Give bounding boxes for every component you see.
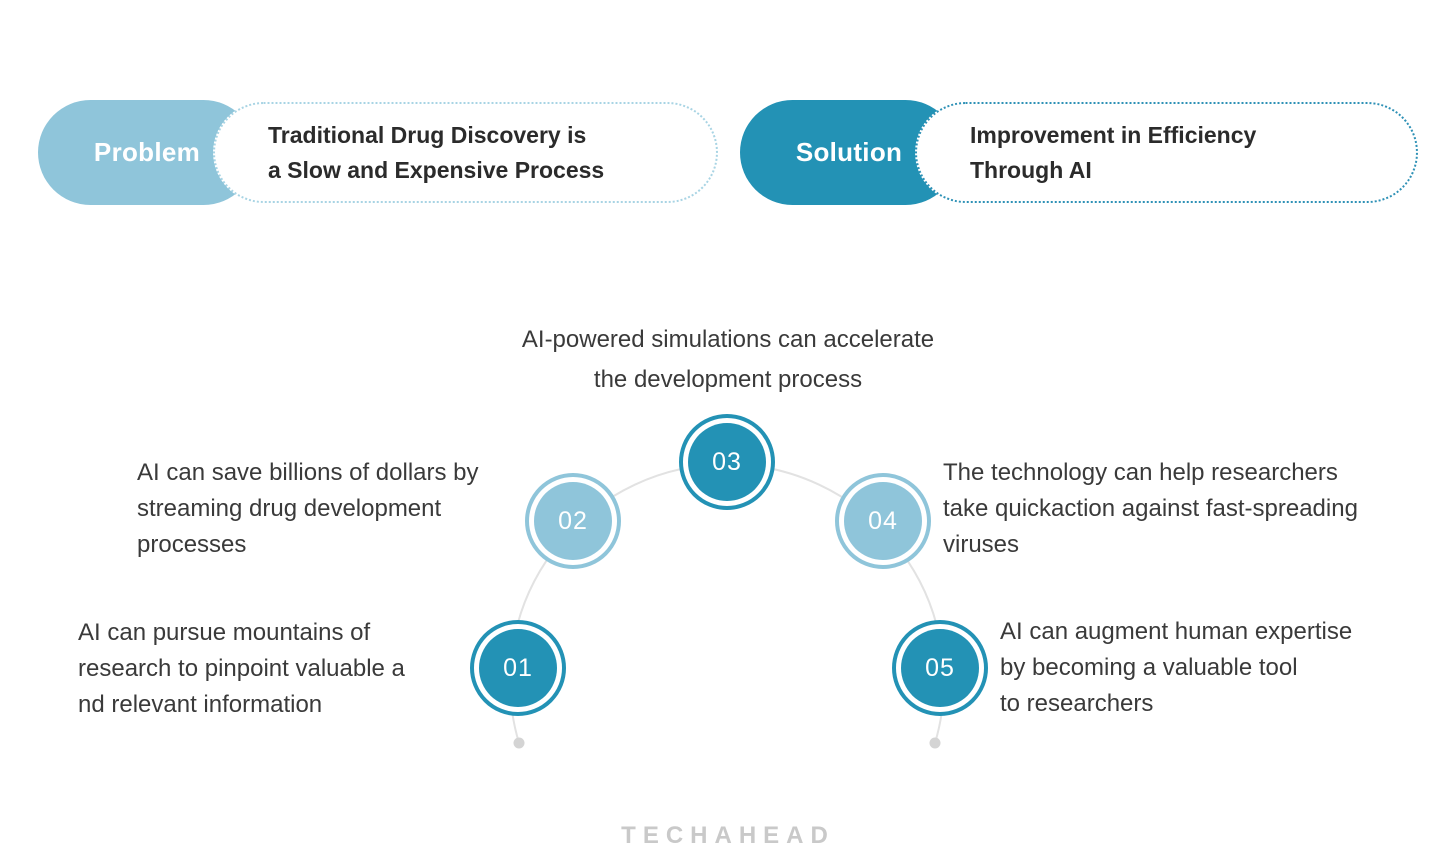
- step-node-02: 02: [525, 473, 621, 569]
- step-node-05: 05: [892, 620, 988, 716]
- solution-label-text: Solution: [795, 137, 903, 167]
- step-01-line-3: nd relevant information: [78, 691, 323, 718]
- step-node-03: 03: [679, 414, 775, 510]
- arc-end-dot-right: [929, 737, 941, 749]
- step-text-05: AI can augment human expertise by becomi…: [1000, 614, 1352, 722]
- step-text-01: AI can pursue mountains of research to p…: [78, 615, 405, 723]
- step-number-05: 05: [901, 629, 979, 707]
- step-04-line-3: viruses: [943, 531, 1020, 558]
- step-02-line-1: AI can save billions of dollars by: [137, 459, 479, 486]
- step-number-01: 01: [479, 629, 557, 707]
- solution-header-group: Solution Improvement in Efficiency Throu…: [740, 100, 1418, 205]
- solution-statement-line-2: Through AI: [970, 156, 1092, 183]
- solution-statement-box: Improvement in Efficiency Through AI: [915, 102, 1418, 203]
- solution-pill-label: Solution: [762, 137, 937, 168]
- step-text-03: AI-powered simulations can accelerate th…: [0, 320, 1456, 400]
- brand-logo-text: TECHAHEAD: [621, 822, 835, 849]
- step-03-line-2: the development process: [593, 366, 863, 393]
- step-number-03: 03: [688, 423, 766, 501]
- step-02-line-2: streaming drug development: [137, 495, 442, 522]
- step-05-line-1: AI can augment human expertise: [1000, 618, 1353, 645]
- step-03-line-1: AI-powered simulations can accelerate: [521, 326, 935, 353]
- solution-statement-line-1: Improvement in Efficiency: [970, 121, 1257, 148]
- step-02-line-3: processes: [137, 531, 247, 558]
- problem-pill-label: Problem: [60, 137, 235, 168]
- step-01-line-2: research to pinpoint valuable a: [78, 655, 405, 682]
- step-05-line-2: by becoming a valuable tool: [1000, 654, 1298, 681]
- step-number-02: 02: [534, 482, 612, 560]
- step-text-04: The technology can help researchers take…: [943, 455, 1358, 563]
- problem-statement-box: Traditional Drug Discovery is a Slow and…: [213, 102, 718, 203]
- step-01-line-1: AI can pursue mountains of: [78, 619, 371, 646]
- step-number-04: 04: [844, 482, 922, 560]
- problem-header-group: Problem Traditional Drug Discovery is a …: [38, 100, 718, 205]
- problem-label-text: Problem: [93, 137, 201, 167]
- step-text-02: AI can save billions of dollars by strea…: [137, 455, 479, 563]
- arc-end-dot-left: [513, 737, 525, 749]
- step-node-01: 01: [470, 620, 566, 716]
- step-05-line-3: to researchers: [1000, 690, 1154, 717]
- step-04-line-1: The technology can help researchers: [943, 459, 1338, 486]
- problem-statement-line-1: Traditional Drug Discovery is: [268, 121, 587, 148]
- step-04-line-2: take quickaction against fast-spreading: [943, 495, 1358, 522]
- step-node-04: 04: [835, 473, 931, 569]
- problem-statement-line-2: a Slow and Expensive Process: [268, 156, 605, 183]
